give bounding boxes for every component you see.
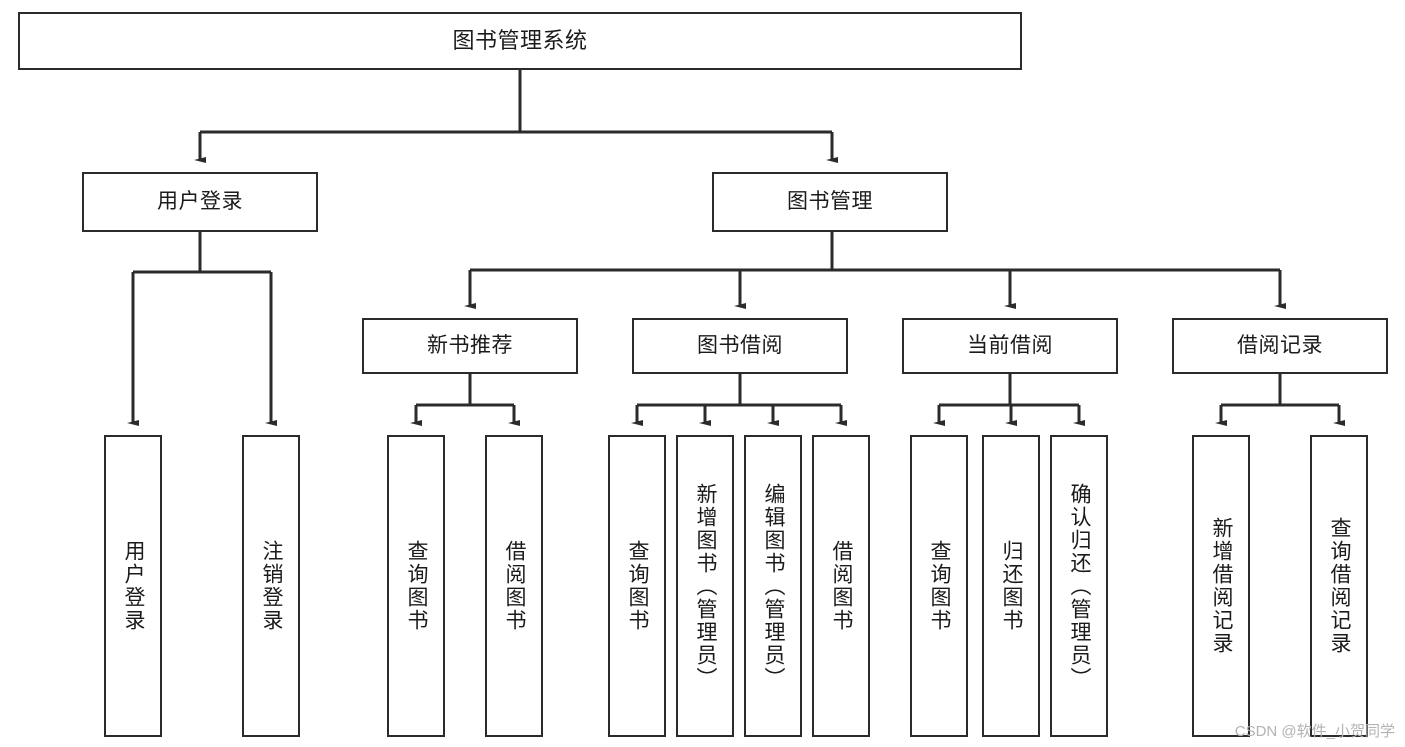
- node-borrowing-record[interactable]: 借阅记录: [1172, 318, 1388, 374]
- node-label: 编辑图书（管理员）: [762, 482, 786, 690]
- node-leaf-return-book[interactable]: 归还图书: [982, 435, 1040, 737]
- node-leaf-add-book-admin[interactable]: 新增图书（管理员）: [676, 435, 734, 737]
- node-label: 借阅图书: [830, 540, 854, 632]
- node-leaf-user-logout[interactable]: 注销登录: [242, 435, 300, 737]
- node-label: 新增借阅记录: [1210, 517, 1234, 655]
- node-user-login[interactable]: 用户登录: [82, 172, 318, 232]
- node-current-borrowing[interactable]: 当前借阅: [902, 318, 1118, 374]
- node-root-book-management-system[interactable]: 图书管理系统: [18, 12, 1022, 70]
- node-label: 图书借阅: [697, 333, 783, 357]
- node-label: 新增图书（管理员）: [694, 482, 718, 690]
- node-label: 查询图书: [405, 540, 429, 632]
- node-leaf-query-borrowing-record[interactable]: 查询借阅记录: [1310, 435, 1368, 737]
- node-leaf-borrow-book[interactable]: 借阅图书: [812, 435, 870, 737]
- node-book-borrowing[interactable]: 图书借阅: [632, 318, 848, 374]
- watermark-text: CSDN @软件_小贺同学: [1234, 723, 1395, 740]
- node-leaf-edit-book-admin[interactable]: 编辑图书（管理员）: [744, 435, 802, 737]
- node-leaf-query-book-borrowing[interactable]: 查询图书: [608, 435, 666, 737]
- node-leaf-add-borrowing-record[interactable]: 新增借阅记录: [1192, 435, 1250, 737]
- node-label: 用户登录: [122, 540, 146, 632]
- node-label: 查询借阅记录: [1328, 517, 1352, 655]
- node-label: 图书管理系统: [452, 28, 588, 54]
- node-label: 借阅记录: [1237, 333, 1323, 357]
- node-leaf-confirm-return-admin[interactable]: 确认归还（管理员）: [1050, 435, 1108, 737]
- node-label: 查询图书: [928, 540, 952, 632]
- node-label: 当前借阅: [967, 333, 1053, 357]
- node-label: 用户登录: [157, 189, 243, 213]
- node-leaf-user-login[interactable]: 用户登录: [104, 435, 162, 737]
- node-label: 确认归还（管理员）: [1068, 482, 1092, 690]
- node-leaf-query-book-recommendation[interactable]: 查询图书: [387, 435, 445, 737]
- node-label: 归还图书: [1000, 540, 1024, 632]
- node-label: 查询图书: [626, 540, 650, 632]
- node-leaf-query-book-current[interactable]: 查询图书: [910, 435, 968, 737]
- node-label: 注销登录: [260, 540, 284, 632]
- node-label: 借阅图书: [503, 540, 527, 632]
- node-new-book-recommendation[interactable]: 新书推荐: [362, 318, 578, 374]
- node-label: 新书推荐: [427, 333, 513, 357]
- node-leaf-borrow-book-recommendation[interactable]: 借阅图书: [485, 435, 543, 737]
- node-label: 图书管理: [787, 189, 873, 213]
- node-book-management[interactable]: 图书管理: [712, 172, 948, 232]
